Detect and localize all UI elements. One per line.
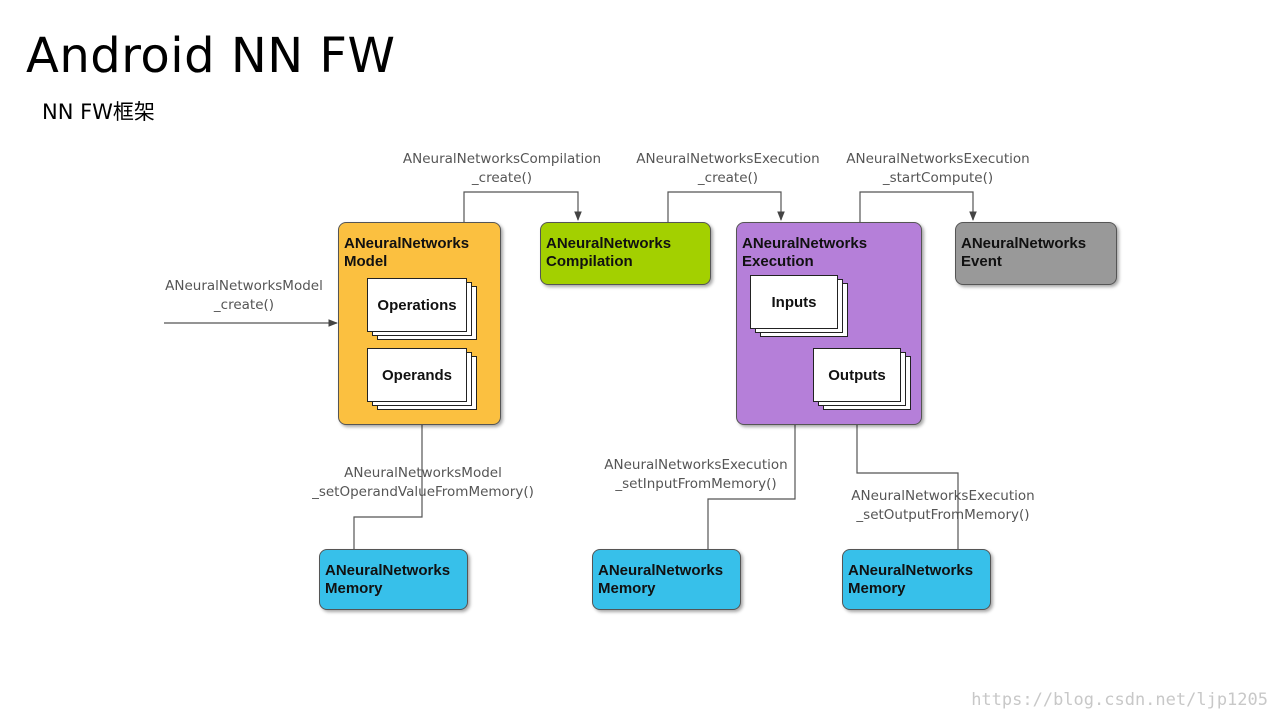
slide-title: Android NN FW [26,28,396,84]
model-node: ANeuralNetworks Model Operations Operand… [338,222,501,425]
compilation-node-label: ANeuralNetworks Compilation [546,235,672,270]
edge-set-output [853,408,959,549]
inputs-label: Inputs [771,293,817,311]
call-label-execution-create: ANeuralNetworksExecution _create() [636,151,820,186]
memory-node-label: ANeuralNetworks Memory [848,562,974,597]
edge-compilation-create [463,191,582,222]
event-node-label: ANeuralNetworks Event [961,235,1087,270]
memory-node-label: ANeuralNetworks Memory [598,562,724,597]
execution-node: ANeuralNetworks Execution Inputs Outputs [736,222,922,425]
edge-execution-create [667,191,785,222]
memory-node-label: ANeuralNetworks Memory [325,562,451,597]
slide-subtitle: NN FW框架 [42,100,155,124]
call-label-compilation-create: ANeuralNetworksCompilation _create() [402,151,602,186]
edge-start-compute [859,191,977,222]
model-node-label: ANeuralNetworks Model [344,235,470,270]
watermark: https://blog.csdn.net/ljp1205 [971,690,1268,710]
edge-set-operand-value [353,407,426,549]
call-label-model-create: ANeuralNetworksModel _create() [165,278,323,313]
memory-node-output: ANeuralNetworks Memory [842,549,991,610]
outputs-label: Outputs [828,366,886,384]
call-label-set-output: ANeuralNetworksExecution _setOutputFromM… [851,488,1035,523]
compilation-node: ANeuralNetworks Compilation [540,222,711,285]
event-node: ANeuralNetworks Event [955,222,1117,285]
execution-node-label: ANeuralNetworks Execution [742,235,868,270]
operands-label: Operands [381,366,453,384]
call-label-set-operand-value: ANeuralNetworksModel _setOperandValueFro… [312,465,534,500]
memory-node-input: ANeuralNetworks Memory [592,549,741,610]
call-label-start-compute: ANeuralNetworksExecution _startCompute() [846,151,1030,186]
operations-label: Operations [377,296,457,314]
memory-node-model: ANeuralNetworks Memory [319,549,468,610]
call-label-set-input: ANeuralNetworksExecution _setInputFromMe… [604,457,788,492]
